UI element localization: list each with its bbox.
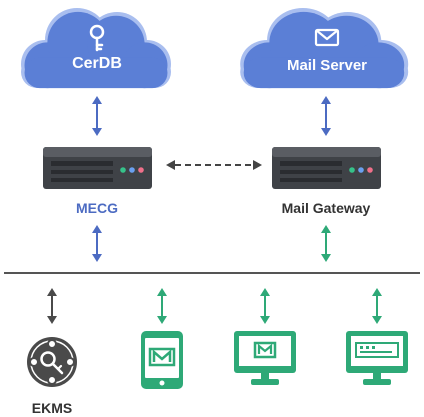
arrow-client-mobile <box>157 288 167 324</box>
cloud-label: CerDB <box>72 55 122 72</box>
arrow-client-monitor-web <box>372 288 382 324</box>
client-label: EKMS <box>32 400 72 416</box>
cloud-label: Mail Server <box>287 57 367 74</box>
arrow-client-ekms <box>47 288 57 324</box>
monitor-mail-icon <box>234 331 296 385</box>
cloud-mail-server: Mail Server <box>240 8 409 89</box>
server-label: MECG <box>76 200 118 216</box>
cloud-cerdb: CerDB <box>21 8 171 89</box>
server-mecg <box>43 147 152 189</box>
key-disc-icon <box>27 337 77 387</box>
arrow-gateway-down <box>321 225 331 262</box>
key-icon <box>89 24 105 52</box>
envelope-icon <box>314 28 340 47</box>
arrow-cerdb-mecg <box>92 96 102 136</box>
server-mail-gateway <box>272 147 381 189</box>
arrow-mecg-down <box>92 225 102 262</box>
mobile-mail-icon <box>141 331 183 389</box>
server-label: Mail Gateway <box>282 200 371 216</box>
monitor-web-icon <box>346 331 408 385</box>
arrow-mecg-gateway-dashed <box>166 160 262 170</box>
arrow-client-monitor-mail <box>260 288 270 324</box>
arrow-mailserver-gateway <box>321 96 331 136</box>
